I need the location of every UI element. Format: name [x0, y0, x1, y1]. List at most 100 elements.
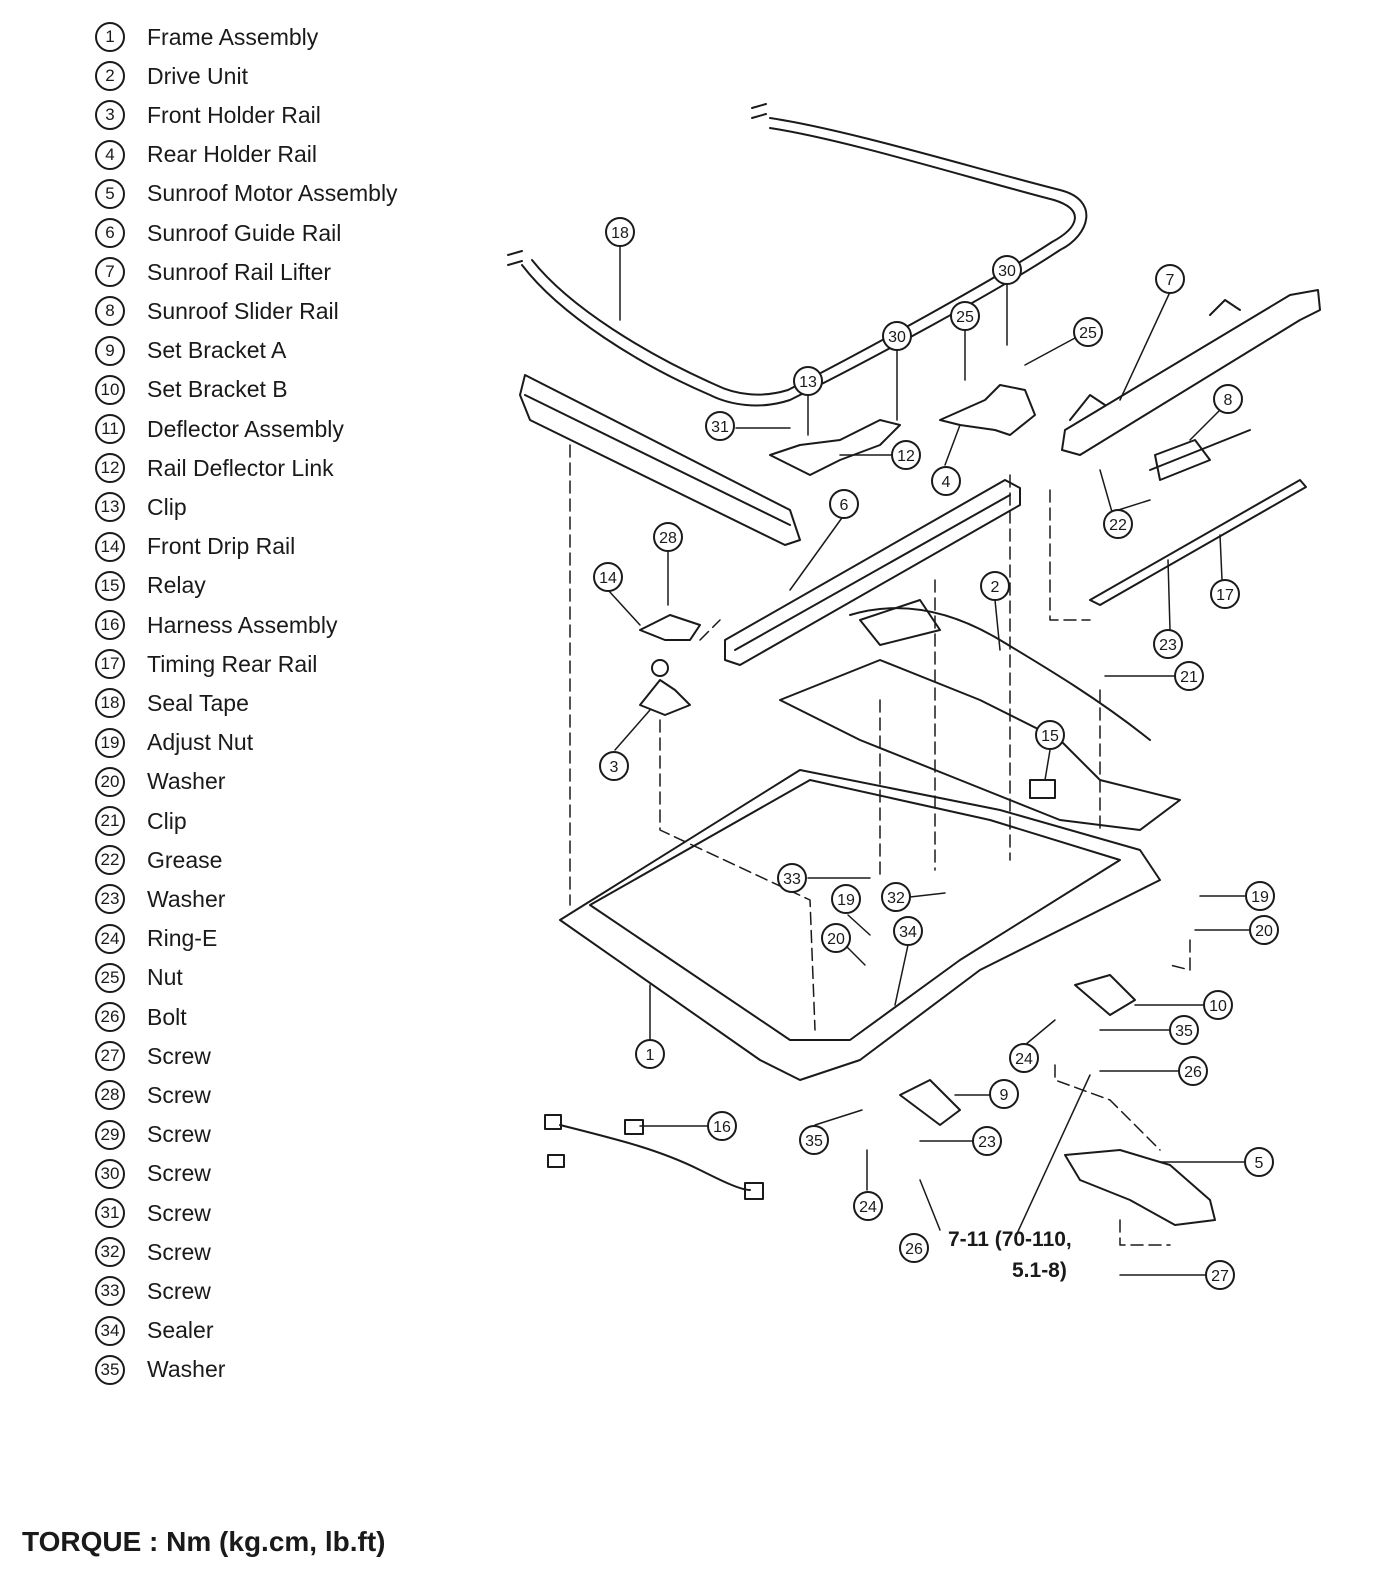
timing-rear-rail-drawing	[1089, 479, 1307, 606]
legend-label: Sunroof Slider Rail	[147, 297, 339, 324]
legend-number-badge: 5	[95, 178, 125, 209]
motor-assembly-drawing	[1064, 1149, 1216, 1226]
callout-circle	[1035, 720, 1065, 750]
legend-label: Clip	[147, 493, 187, 520]
legend-label: Clip	[147, 807, 187, 834]
callout-circle	[881, 882, 911, 912]
callout-number: 30	[888, 329, 906, 346]
callout-circle	[599, 751, 629, 781]
callout-circle	[1178, 1056, 1208, 1086]
legend-number-badge: 21	[95, 806, 125, 836]
callout-35: 35	[1169, 1015, 1199, 1045]
callout-number: 2	[991, 579, 1000, 596]
callout-number: 18	[611, 225, 629, 242]
callout-number: 13	[799, 374, 817, 391]
legend-label: Adjust Nut	[147, 729, 254, 756]
legend-label: Set Bracket B	[147, 376, 288, 403]
callout-number: 12	[897, 448, 915, 465]
legend-number-badge: 16	[95, 610, 125, 640]
callout-30: 30	[882, 321, 912, 351]
callout-circle	[1245, 881, 1275, 911]
legend-label: Screw	[147, 1238, 211, 1265]
callout-circle	[972, 1126, 1002, 1156]
callout-number: 27	[1211, 1268, 1229, 1285]
legend-number-badge: 6	[95, 218, 125, 248]
torque-spec-line1: 7-11 (70-110,	[948, 1228, 1072, 1251]
legend-number-badge: 9	[95, 335, 125, 366]
callout-20: 20	[1249, 915, 1279, 945]
callout-24: 24	[1009, 1043, 1039, 1073]
harness-drawing	[559, 1124, 751, 1191]
callout-number: 31	[711, 419, 729, 436]
legend-label: Drive Unit	[147, 62, 248, 89]
callout-circle	[593, 562, 623, 592]
callout-number: 14	[599, 570, 617, 587]
callout-circle	[893, 916, 923, 946]
callout-circle	[829, 489, 859, 519]
callout-circle	[989, 1079, 1019, 1109]
legend-number-badge: 15	[95, 570, 125, 601]
callout-circle	[853, 1191, 883, 1221]
legend-label: Screw	[147, 1042, 211, 1069]
legend-label: Screw	[147, 1199, 211, 1226]
callout-23: 23	[972, 1126, 1002, 1156]
callout-circle	[1169, 1015, 1199, 1045]
callout-circle	[777, 863, 807, 893]
callout-circle	[635, 1039, 665, 1069]
legend-label: Sealer	[147, 1317, 214, 1344]
callout-number: 7	[1166, 272, 1175, 289]
callout-circle	[882, 321, 912, 351]
callout-circle	[799, 1125, 829, 1155]
seal-tape-drawing-inner	[531, 127, 1076, 396]
legend-number-badge: 3	[95, 100, 125, 131]
callout-circle	[1103, 509, 1133, 539]
legend-label: Sunroof Rail Lifter	[147, 258, 332, 285]
callout-circle	[1009, 1043, 1039, 1073]
callout-circle	[899, 1233, 929, 1263]
legend-item: 21 Clip	[95, 804, 187, 838]
callout-25: 25	[1073, 317, 1103, 347]
callout-19: 19	[831, 884, 861, 914]
callout-19: 19	[1245, 881, 1275, 911]
legend-label: Frame Assembly	[147, 23, 319, 50]
legend-number-badge: 26	[95, 1002, 125, 1032]
callout-31: 31	[705, 411, 735, 441]
callout-circle	[1203, 990, 1233, 1020]
callout-number: 17	[1216, 587, 1234, 604]
callout-number: 6	[840, 497, 849, 514]
callout-circle	[793, 366, 823, 396]
legend-number-badge: 31	[95, 1198, 125, 1228]
callout-circle	[992, 255, 1022, 285]
callout-circle	[821, 923, 851, 953]
legend-label: Screw	[147, 1160, 211, 1187]
callout-27: 27	[1205, 1260, 1235, 1290]
legend-label: Screw	[147, 1277, 211, 1304]
legend-label: Deflector Assembly	[147, 415, 344, 442]
callout-number: 23	[978, 1134, 996, 1151]
callout-number: 23	[1159, 637, 1177, 654]
callout-circle	[705, 411, 735, 441]
callout-23: 23	[1153, 629, 1183, 659]
legend-label: Sunroof Motor Assembly	[147, 180, 398, 207]
legend-label: Nut	[147, 964, 183, 991]
callout-number: 16	[713, 1119, 731, 1136]
callout-circle	[1153, 629, 1183, 659]
callout-number: 20	[827, 931, 845, 948]
guide-rail-drawing	[724, 479, 1021, 666]
callout-7: 7	[1155, 264, 1185, 294]
